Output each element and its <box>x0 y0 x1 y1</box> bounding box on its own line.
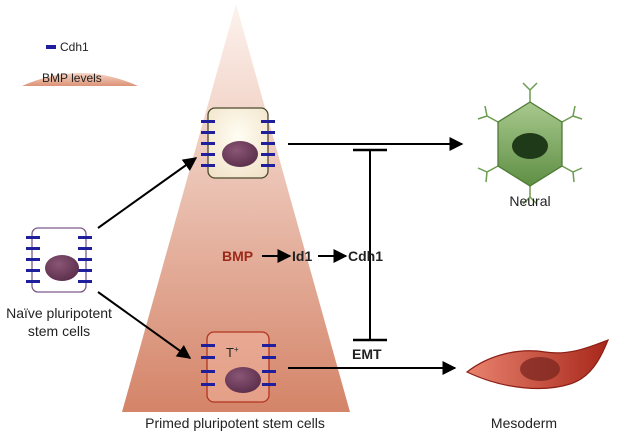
t-marker: T+ <box>226 345 239 360</box>
emt-label: EMT <box>352 346 382 362</box>
neural-label: Neural <box>509 193 550 209</box>
naive-cell <box>26 227 92 293</box>
primed-cell-lower: T+ <box>201 331 276 403</box>
legend-bmp-label: BMP levels <box>42 71 102 85</box>
naive-label-line1: Naïve pluripotent <box>6 305 112 321</box>
naive-label-line2: stem cells <box>28 323 90 339</box>
naive-nucleus <box>45 255 79 281</box>
cdh1-legend-icon <box>46 45 56 49</box>
neural-cell <box>477 82 583 205</box>
primed-lower-nucleus <box>225 367 261 393</box>
neural-nucleus <box>512 133 548 159</box>
bmp-gradient-triangle <box>122 4 350 412</box>
legend-cdh1-label: Cdh1 <box>60 40 89 54</box>
primed-upper-nucleus <box>222 141 258 167</box>
pathway-bmp: BMP <box>222 248 253 264</box>
mesoderm-cell <box>465 338 610 390</box>
primed-label: Primed pluripotent stem cells <box>145 415 325 431</box>
bmp-levels-legend-icon <box>22 73 138 86</box>
arrow-naive-to-lower <box>97 291 192 359</box>
pathway-id1: Id1 <box>292 248 312 264</box>
primed-cell-upper <box>201 107 275 179</box>
mesoderm-label: Mesoderm <box>491 415 557 431</box>
mesoderm-nucleus <box>520 357 560 381</box>
pathway-cdh1: Cdh1 <box>348 248 383 264</box>
legend: Cdh1 BMP levels <box>22 40 138 86</box>
arrow-naive-to-upper <box>97 157 198 229</box>
